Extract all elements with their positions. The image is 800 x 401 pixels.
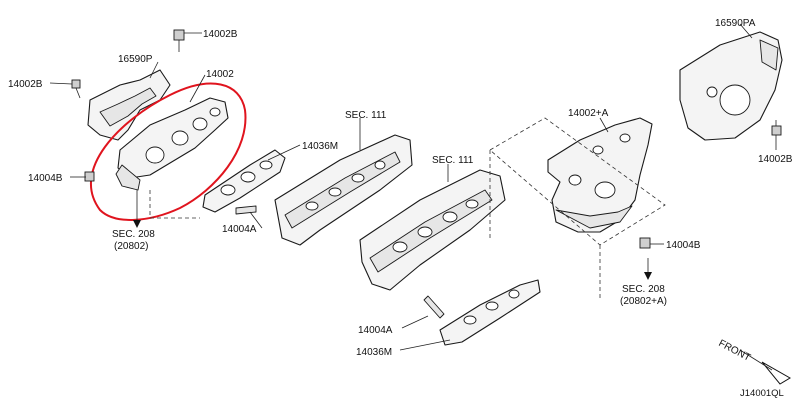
bolt-14002b-top (173, 29, 185, 52)
heat-insulator-16590pa (679, 31, 783, 141)
label-14002b-right: 14002B (758, 154, 793, 165)
label-14002b-left: 14002B (8, 79, 43, 90)
nut-14004b-right (639, 237, 651, 249)
stud-14004a-mid (235, 205, 257, 215)
label-14036m-bot: 14036M (356, 347, 392, 358)
cylinder-head-lower (359, 169, 506, 291)
label-sec208-right: SEC. 208 (622, 284, 665, 295)
bolt-14002b-right (771, 120, 782, 136)
gasket-14036m-bottom (439, 279, 541, 346)
nut-14004b-left (84, 171, 95, 182)
label-16590pa: 16590PA (715, 18, 756, 29)
exhaust-manifold-14002a (547, 117, 653, 233)
arrow-sec208-right (644, 258, 652, 280)
label-16590p: 16590P (118, 54, 153, 65)
label-14004a-bot: 14004A (358, 325, 393, 336)
label-sec208-left: SEC. 208 (112, 229, 155, 240)
label-20802a: (20802+A) (620, 296, 667, 307)
label-diagram-code: J14001QL (740, 388, 784, 399)
highlight-circle (89, 82, 247, 221)
heat-insulator-16590p (87, 69, 171, 141)
cylinder-head-upper (274, 134, 413, 246)
label-14002b-top: 14002B (203, 29, 238, 40)
gasket-14036m-top (202, 149, 286, 213)
label-14004a-mid: 14004A (222, 224, 257, 235)
stud-14004a-bottom (423, 295, 445, 319)
label-sec111-a: SEC. 111 (345, 110, 387, 121)
label-14036m-top: 14036M (302, 141, 338, 152)
label-front: FRONT (717, 338, 753, 364)
label-14004b-right: 14004B (666, 240, 701, 251)
front-arrow-icon (739, 349, 791, 385)
label-14004b-left: 14004B (28, 173, 63, 184)
label-20802: (20802) (114, 241, 148, 252)
bolt-14002b-left (71, 79, 81, 99)
label-sec111-b: SEC. 111 (432, 155, 474, 166)
label-14002a: 14002+A (568, 108, 609, 119)
exhaust-manifold-14002 (115, 97, 229, 191)
dashed-assembly-box (489, 117, 666, 246)
label-14002: 14002 (206, 69, 234, 80)
arrow-sec208-left (133, 190, 141, 228)
